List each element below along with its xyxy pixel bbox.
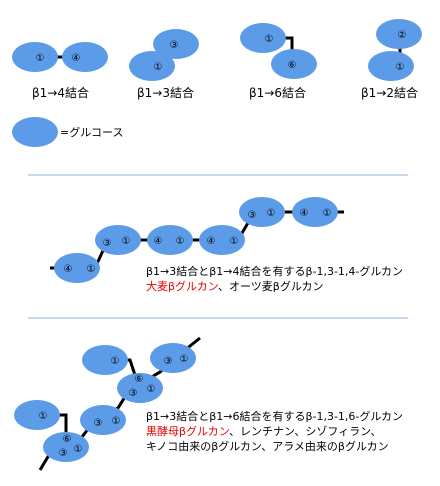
glucose-unit bbox=[54, 253, 100, 283]
glucose-unit bbox=[147, 225, 193, 255]
section1-examples: 大麦βグルカン、オーツ麦βグルカン bbox=[146, 280, 324, 293]
glucose-unit bbox=[239, 197, 285, 227]
other-examples: 、レンチナン、シゾフィラン、 bbox=[229, 425, 382, 438]
highlight-black-yeast-glucan: 黒酵母βグルカン bbox=[146, 425, 230, 438]
glucan-chain-1314: ④ ① ③ ① ④ ① ④ ① ③ ① ④ ① bbox=[50, 197, 344, 283]
glucan-chain-1316: ① ⑥ ③ ① ③ ① ① ⑥ ③ ① ③ ① bbox=[14, 336, 201, 471]
linkage-13: ① ③ bbox=[129, 29, 199, 81]
glucose-unit bbox=[240, 23, 286, 53]
glucose-unit bbox=[80, 405, 126, 435]
position-label: ① bbox=[396, 62, 405, 73]
position-label: ⑥ bbox=[63, 434, 72, 445]
other-examples: 、オーツ麦βグルカン bbox=[218, 280, 324, 293]
position-label: ① bbox=[180, 354, 189, 365]
section2-examples: 黒酵母βグルカン、レンチナン、シゾフィラン、 bbox=[146, 425, 382, 438]
glucose-unit bbox=[12, 42, 58, 72]
glucose-unit bbox=[153, 29, 199, 59]
legend-glucose bbox=[12, 117, 58, 147]
position-label: ① bbox=[154, 62, 163, 73]
position-label: ① bbox=[265, 34, 274, 45]
position-label: ① bbox=[147, 384, 156, 395]
linkage-label-12: β1→2結合 bbox=[361, 86, 418, 100]
position-label: ③ bbox=[59, 448, 68, 459]
position-label: ① bbox=[39, 411, 48, 422]
glucose-unit bbox=[368, 51, 414, 81]
position-label: ③ bbox=[103, 238, 112, 249]
glucose-unit bbox=[199, 225, 245, 255]
position-label: ③ bbox=[248, 210, 257, 221]
highlight-barley-glucan: 大麦βグルカン bbox=[146, 280, 219, 293]
glucose-unit bbox=[82, 345, 128, 375]
linkage-16: ① ⑥ bbox=[240, 23, 317, 79]
section1-caption: β1→3結合とβ1→4結合を有するβ-1,3-1,4-グルカン bbox=[146, 265, 404, 278]
position-label: ⑥ bbox=[135, 374, 144, 385]
position-label: ③ bbox=[164, 356, 173, 367]
linkage-12: ② ① bbox=[368, 19, 422, 81]
position-label: ① bbox=[111, 356, 120, 367]
linkage-label-14: β1→4結合 bbox=[32, 86, 89, 100]
position-label: ① bbox=[74, 444, 83, 455]
linkage-label-13: β1→3結合 bbox=[137, 86, 194, 100]
position-label: ① bbox=[176, 236, 185, 247]
section2-caption: β1→3結合とβ1→6結合を有するβ-1,3-1,6-グルカン bbox=[146, 410, 404, 423]
position-label: ① bbox=[267, 208, 276, 219]
linkage-14: ① ④ bbox=[12, 42, 108, 72]
glucose-unit bbox=[62, 42, 108, 72]
glucose-unit bbox=[150, 343, 196, 373]
glucose-unit bbox=[292, 197, 338, 227]
position-label: ⑥ bbox=[288, 60, 297, 71]
position-label: ③ bbox=[170, 40, 179, 51]
position-label: ① bbox=[87, 264, 96, 275]
glucose-unit bbox=[129, 51, 175, 81]
position-label: ① bbox=[112, 416, 121, 427]
position-label: ④ bbox=[64, 264, 73, 275]
glucose-unit bbox=[14, 400, 60, 430]
glucose-unit bbox=[271, 49, 317, 79]
glucose-unit bbox=[117, 373, 163, 403]
position-label: ④ bbox=[207, 236, 216, 247]
position-label: ③ bbox=[94, 418, 103, 429]
section2-examples-line3: キノコ由来のβグルカン、アラメ由来のβグルカン bbox=[146, 440, 389, 453]
legend-text: =グルコース bbox=[60, 126, 124, 139]
position-label: ④ bbox=[154, 236, 163, 247]
position-label: ① bbox=[323, 208, 332, 219]
position-label: ③ bbox=[129, 388, 138, 399]
position-label: ① bbox=[122, 236, 131, 247]
position-label: ② bbox=[398, 30, 407, 41]
glucose-unit bbox=[376, 19, 422, 49]
glucose-unit bbox=[95, 225, 141, 255]
glucose-unit bbox=[43, 432, 89, 462]
position-label: ① bbox=[230, 236, 239, 247]
linkage-label-16: β1→6結合 bbox=[249, 86, 306, 100]
position-label: ④ bbox=[72, 53, 81, 64]
position-label: ④ bbox=[300, 208, 309, 219]
position-label: ① bbox=[36, 53, 45, 64]
